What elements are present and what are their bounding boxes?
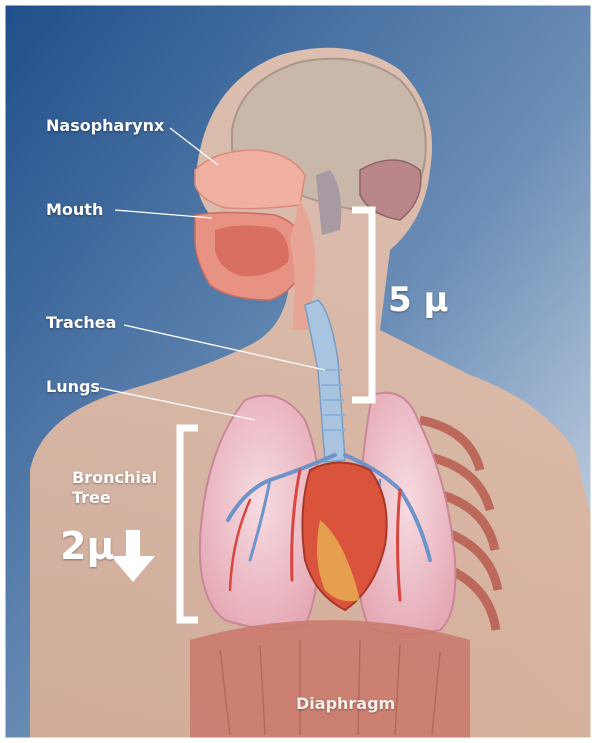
diaphragm-muscle [190, 620, 470, 739]
label-mouth: Mouth [46, 200, 103, 219]
label-nasopharynx: Nasopharynx [46, 116, 164, 135]
label-bronchial-line1: Bronchial [72, 468, 157, 488]
nasal-cavity [195, 150, 305, 209]
label-bronchial-tree: Bronchial Tree [72, 468, 157, 508]
label-lower-particle-size: 2μ [60, 524, 114, 568]
label-lungs: Lungs [46, 377, 100, 396]
label-bronchial-line2: Tree [72, 488, 157, 508]
label-trachea: Trachea [46, 313, 116, 332]
label-diaphragm: Diaphragm [296, 694, 395, 713]
label-upper-particle-size: 5 μ [388, 280, 449, 320]
